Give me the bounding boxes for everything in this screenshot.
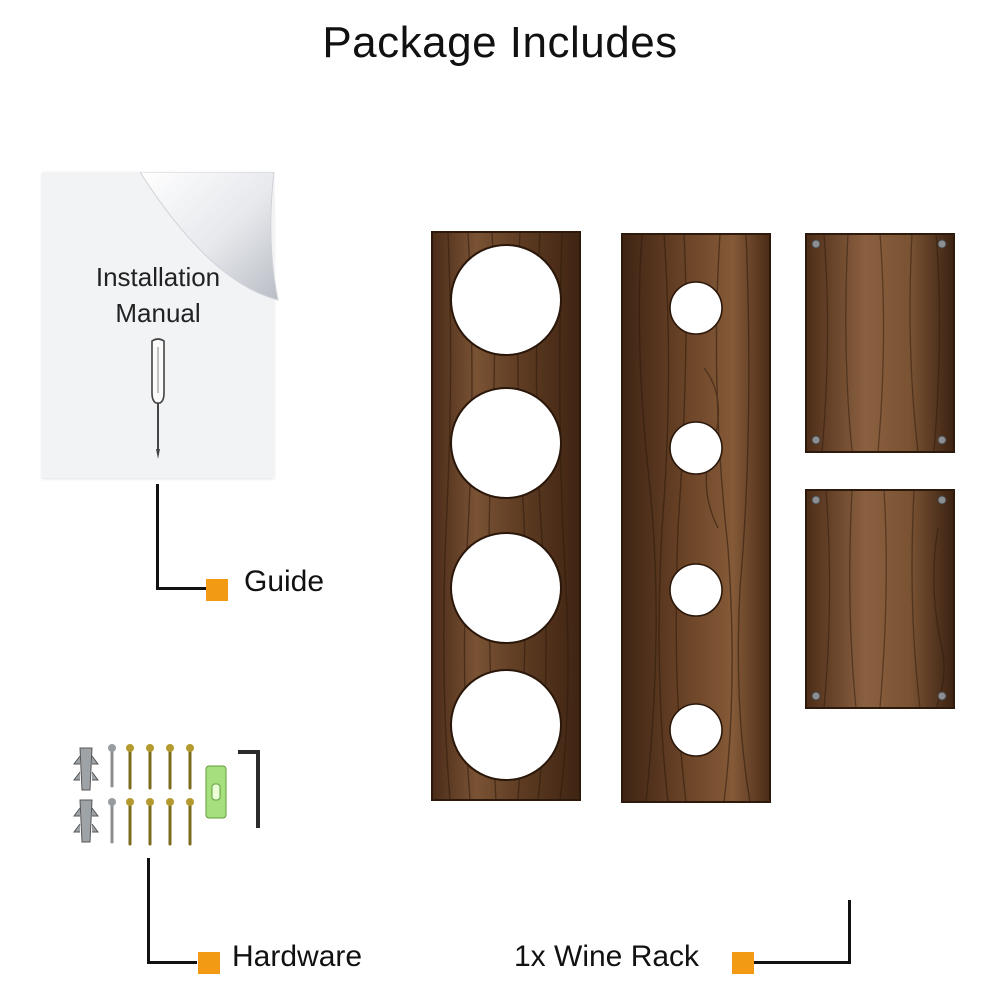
guide-callout-line [156,484,159,590]
allen-key-icon [238,750,260,828]
wine-rack-front-panel [431,231,581,801]
spirit-level-icon [205,765,227,819]
hardware-callout-line-h [147,961,197,964]
shelf-panel-bottom [805,489,955,709]
screw-icon [110,746,192,846]
hardware-marker [198,952,220,974]
wall-anchor-icon [73,747,99,843]
screwdriver-icon [151,338,165,459]
guide-label: Guide [244,565,325,598]
hardware-callout-line [147,858,150,964]
hardware-kit-graphic [73,744,260,846]
wine-rack-label: 1x Wine Rack [514,940,700,973]
page-curl-graphic [140,172,280,302]
guide-marker [206,579,228,601]
hardware-label: Hardware [232,940,363,973]
shelf-panel-top [805,233,955,453]
wine-rack-back-panel [621,233,771,803]
wine-rack-callout-line [848,900,851,964]
manual-title-line2: Manual [115,298,201,328]
page-title: Package Includes [322,18,678,67]
wine-rack-marker [732,952,754,974]
manual-title-line1: Installation [95,262,221,292]
wine-rack-panels [431,231,955,803]
wine-rack-callout-line-h [754,961,851,964]
guide-callout-line-h [156,587,206,590]
